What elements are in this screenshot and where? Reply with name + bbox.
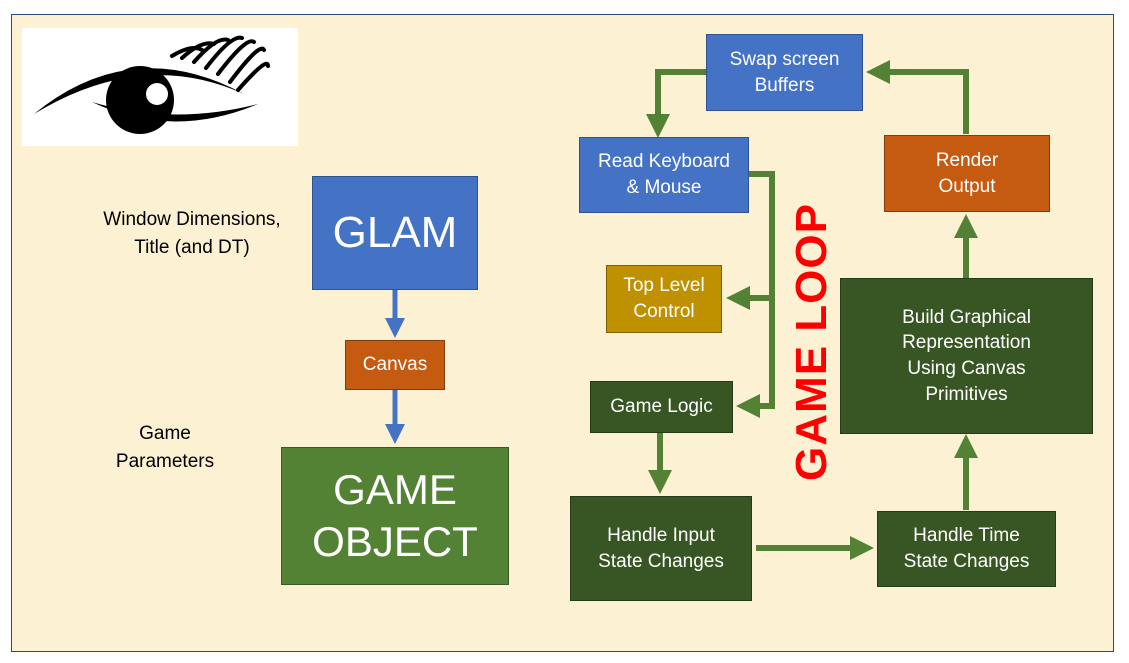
eye-icon [34,35,270,134]
window-params-line: Title (and DT) [134,236,250,258]
logo [22,28,298,146]
read-input-line: Read Keyboard [597,151,731,173]
handle-time-line: State Changes [903,551,1030,572]
top-level-control-line: Top Level [623,275,705,297]
render-output-line: Output [938,175,996,197]
build-graphics-line: Using Canvas [907,358,1026,379]
arrow-read-input-to-game-logic [736,171,775,418]
handle-time-node: Handle Time State Changes [877,511,1056,587]
arrow-swap-to-read-input [646,69,706,138]
handle-input-line: Handle Input [607,524,715,546]
glam-node: GLAM [312,176,478,290]
game-params-label: Game Parameters [98,420,232,475]
game-params-line: Game [139,423,191,444]
render-output-node: Render Output [884,135,1050,212]
canvas-node: Canvas [345,340,445,390]
handle-input-line: State Changes [598,550,724,572]
glam-label: GLAM [332,208,458,258]
arrow-render-to-swap [866,60,969,134]
game-object-node: GAME OBJECT [281,447,509,585]
game-logic-node: Game Logic [590,381,733,433]
game-params-line: Parameters [115,450,215,472]
handle-input-node: Handle Input State Changes [570,496,752,601]
game-object-line: GAME [333,465,457,513]
build-graphics-line: Build Graphical [902,306,1031,328]
handle-time-line: Handle Time [913,525,1020,547]
build-graphics-line: Primitives [925,383,1008,405]
swap-buffers-node: Swap screen Buffers [706,34,863,111]
read-input-node: Read Keyboard & Mouse [579,137,749,213]
top-level-control-node: Top Level Control [606,265,722,333]
window-params-label: Window Dimensions, Title (and DT) [86,206,298,261]
render-output-line: Render [935,149,999,171]
swap-buffers-line: Buffers [754,74,815,96]
build-graphics-node: Build Graphical Representation Using Can… [840,278,1093,434]
canvas-label: Canvas [362,354,428,376]
read-input-line: & Mouse [626,177,702,198]
game-object-line: OBJECT [312,518,478,565]
top-level-control-line: Control [633,301,695,322]
build-graphics-line: Representation [902,332,1031,354]
game-logic-label: Game Logic [610,396,713,418]
game-loop-title: GAME LOOP [787,203,836,481]
window-params-line: Window Dimensions, [103,209,281,230]
swap-buffers-line: Swap screen [729,48,840,70]
